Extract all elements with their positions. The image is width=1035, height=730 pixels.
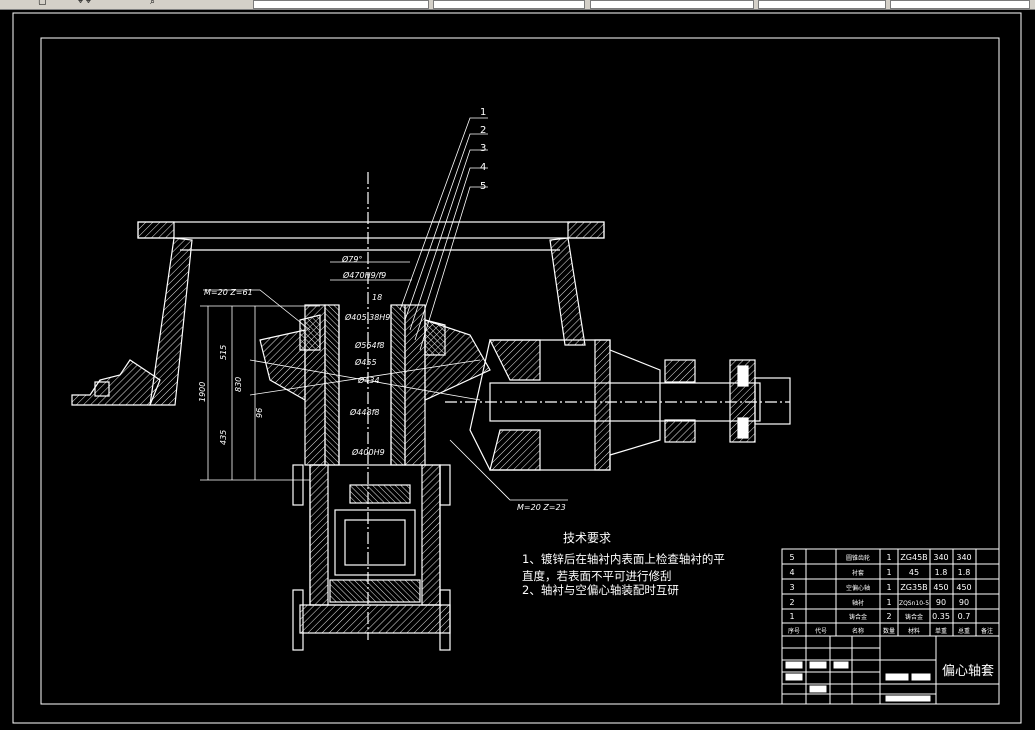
bom-text: 5 圆锥齿轮 1 ZG45B 340 340 4 衬套 1 45 1.8 1.8… — [788, 553, 993, 635]
notes-line: 1、镀锌后在轴衬内表面上检查轴衬的平 — [522, 552, 725, 566]
bom-table — [781, 548, 1000, 637]
bom-cell: 340 — [956, 553, 971, 562]
bom-header: 单重 — [935, 627, 947, 635]
part-labels: 1 2 3 4 5 — [480, 107, 486, 192]
inner-border — [40, 37, 1000, 705]
diameter-dim: Ø405.38H9 — [344, 312, 390, 322]
bom-cell: 轴衬 — [852, 599, 864, 607]
bom-cell: ZG45B — [900, 553, 927, 562]
bom-cell: ZG35B — [900, 583, 927, 592]
bom-cell: 衬套 — [852, 569, 864, 577]
part-label: 1 — [480, 107, 486, 118]
bom-cell: 1.8 — [935, 568, 948, 577]
vertical-dim: 1900 — [198, 382, 207, 402]
part-label: 3 — [480, 143, 486, 154]
bom-cell: 2 — [886, 612, 891, 621]
bom-cell: 450 — [933, 583, 948, 592]
bom-cell: 1 — [789, 612, 794, 621]
bom-cell: 空偏心轴 — [846, 584, 870, 592]
toolbar-icon[interactable]: ⌖ ⌖ — [78, 0, 91, 7]
plotstyle-dropdown[interactable] — [890, 0, 1030, 9]
dim-18: 18 — [372, 293, 382, 302]
diameter-dim: Ø400H9 — [351, 447, 385, 457]
bom-cell: 圆锥齿轮 — [846, 554, 870, 562]
vertical-dim: 96 — [255, 408, 264, 418]
gear-note-top: M=20 Z=61 — [204, 288, 253, 297]
diameter-dim: Ø470H9/f9 — [342, 270, 386, 280]
toolbar-icon[interactable]: ▢ — [38, 0, 47, 7]
bom-header: 材料 — [908, 627, 920, 635]
bom-header: 数量 — [883, 627, 895, 635]
diameter-dim: Ø434 — [357, 375, 380, 385]
diameter-dim: Ø455 — [354, 357, 377, 367]
notes-line: 2、轴衬与空偏心轴装配时互研 — [522, 583, 679, 597]
title-block — [781, 635, 1000, 705]
drawing-title: 偏心轴套 — [942, 663, 994, 679]
bom-cell: 450 — [956, 583, 971, 592]
outer-border — [12, 12, 1022, 724]
diameter-dim: Ø448f8 — [349, 407, 379, 417]
color-dropdown[interactable] — [590, 0, 754, 9]
part-label: 2 — [480, 125, 486, 136]
technical-notes: 技术要求 1、镀锌后在轴衬内表面上检查轴衬的平 直度，若表面不平可进行修刮 2、… — [522, 531, 725, 597]
bom-cell: 0.35 — [932, 612, 950, 621]
bom-header: 总重 — [958, 627, 970, 635]
bom-cell: 3 — [789, 583, 794, 592]
bom-header: 备注 — [981, 627, 993, 635]
part-label: 4 — [480, 162, 486, 173]
bom-cell: 5 — [789, 553, 794, 562]
vertical-dim: 435 — [219, 430, 228, 445]
vertical-dim: 830 — [234, 377, 243, 392]
vertical-dim: 515 — [219, 345, 228, 360]
toolbar-icon[interactable]: ⌕ — [150, 0, 156, 7]
lineweight-dropdown[interactable] — [758, 0, 886, 9]
bom-cell: 铸合金 — [849, 613, 867, 621]
linetype-dropdown[interactable] — [433, 0, 585, 9]
bom-cell: 90 — [936, 598, 946, 607]
bom-cell: 1 — [886, 553, 891, 562]
notes-line: 直度，若表面不平可进行修刮 — [522, 569, 672, 583]
bom-cell: 1.8 — [958, 568, 971, 577]
diameter-dim: Ø564f8 — [354, 340, 384, 350]
cad-toolbar: ▢ ⌖ ⌖ ⌕ — [0, 0, 1035, 10]
bom-header: 序号 — [788, 627, 800, 635]
bom-cell: 4 — [789, 568, 794, 577]
bom-cell: 45 — [909, 568, 919, 577]
bom-cell: 0.7 — [958, 612, 971, 621]
bom-cell: 90 — [959, 598, 969, 607]
angle-dim: Ø79° — [341, 254, 362, 264]
bom-header: 名称 — [852, 627, 864, 635]
drawing-canvas[interactable]: 1 2 3 4 5 M=20 Z=61 M=20 Z=23 Ø79° 18 Ø4… — [0, 10, 1035, 726]
bom-cell: 铸合金 — [905, 613, 923, 621]
assembly-drawing — [71, 117, 791, 651]
notes-title: 技术要求 — [563, 531, 611, 545]
bom-cell: 1 — [886, 583, 891, 592]
bom-cell: 1 — [886, 598, 891, 607]
bom-cell: ZQSn10-5 — [899, 600, 929, 607]
bom-cell: 340 — [933, 553, 948, 562]
gear-note-bottom: M=20 Z=23 — [517, 503, 566, 512]
layer-dropdown[interactable] — [253, 0, 429, 9]
bom-header: 代号 — [815, 627, 827, 635]
bom-cell: 1 — [886, 568, 891, 577]
part-label: 5 — [480, 181, 486, 192]
bom-cell: 2 — [789, 598, 794, 607]
dimension-annotations: M=20 Z=61 M=20 Z=23 Ø79° 18 Ø470H9/f9 Ø4… — [198, 254, 566, 512]
